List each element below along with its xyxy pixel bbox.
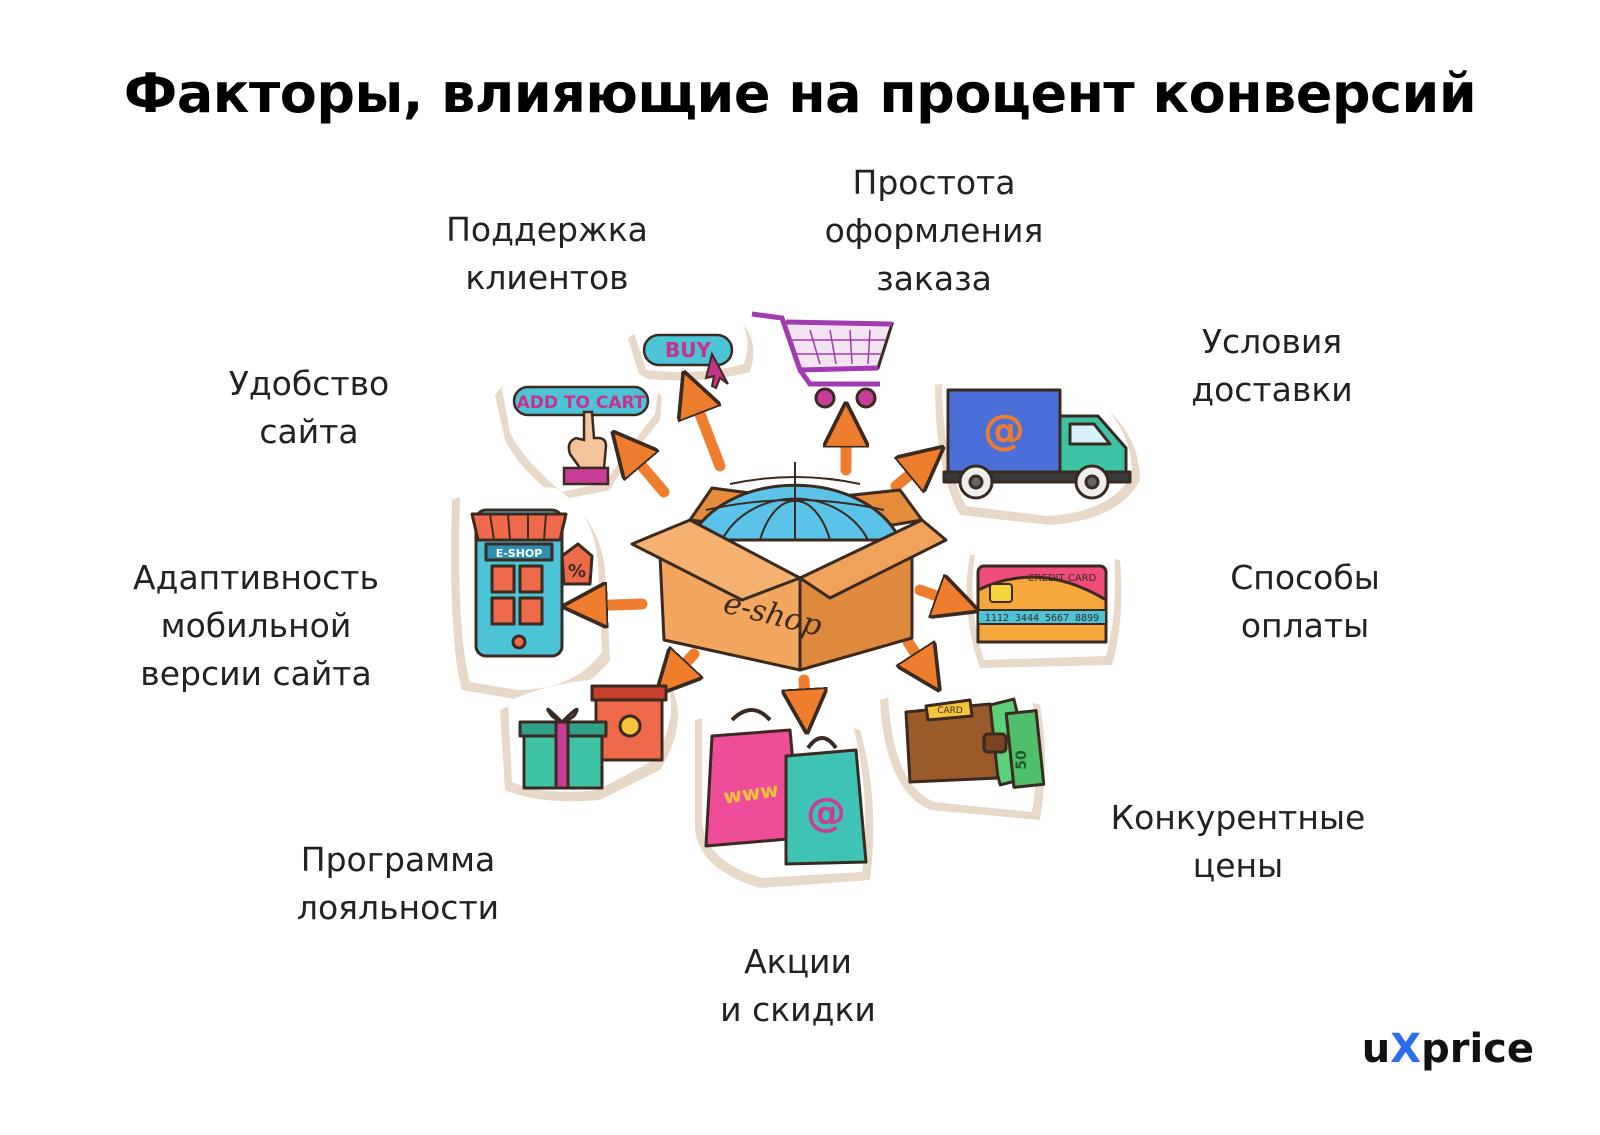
arrow-to-bags <box>804 674 806 716</box>
wallet-money-icon <box>904 697 1046 789</box>
brand-accent: X <box>1390 1026 1422 1072</box>
page-title: Факторы, влияющие на процент конверсий <box>123 62 1477 125</box>
factor-payment-line-2: оплаты <box>1240 606 1370 645</box>
factor-support: Поддержка клиентов <box>446 206 648 302</box>
add-to-cart-illustration: ADD TO CART <box>512 385 650 486</box>
shop-sign-text: E-SHOP <box>496 547 543 560</box>
shopping-bags-icon <box>704 708 868 866</box>
brand-prefix: u <box>1361 1026 1391 1072</box>
arrow-to-gifts <box>668 654 694 682</box>
factor-mobile: Адаптивность мобильной версии сайта <box>133 554 379 698</box>
banknote-value: 50 <box>1014 750 1030 770</box>
factor-prices-line-2: цены <box>1192 846 1284 885</box>
factor-checkout: Простота оформления заказа <box>825 159 1044 303</box>
factor-delivery-line-1: Условия <box>1201 322 1343 361</box>
factor-payment: Способы оплаты <box>1230 554 1380 650</box>
add-to-cart-button-shape <box>512 385 650 417</box>
arrow-to-shop <box>580 604 648 606</box>
factor-prices-line-1: Конкурентные <box>1110 798 1366 837</box>
arrow-to-truck <box>890 458 930 486</box>
factor-support-line-1: Поддержка <box>446 210 648 249</box>
factor-delivery: Условия доставки <box>1191 318 1352 414</box>
factor-promo-line-1: Акции <box>744 942 852 981</box>
arrows <box>580 388 962 716</box>
percent-tag-text: % <box>568 561 586 582</box>
factor-delivery-line-2: доставки <box>1191 370 1353 409</box>
mobile-shop-icon <box>470 508 594 658</box>
brand-suffix: price <box>1421 1026 1534 1072</box>
eshop-box <box>630 462 948 672</box>
arrow-to-wallet <box>908 636 930 676</box>
shopping-cart-icon <box>751 311 895 409</box>
factor-checkout-line-1: Простота <box>852 163 1016 202</box>
factor-loyalty: Программа лояльности <box>297 836 499 932</box>
factor-mobile-line-1: Адаптивность <box>133 558 379 597</box>
factor-checkout-line-3: заказа <box>876 259 992 298</box>
factor-loyalty-line-2: лояльности <box>296 888 500 927</box>
buy-button-shape <box>642 333 734 367</box>
arrow-to-add-to-cart <box>624 445 670 498</box>
gift-boxes-icon <box>518 684 668 790</box>
arrow-to-card <box>914 590 962 605</box>
factor-prices: Конкурентные цены <box>1111 794 1366 890</box>
factor-payment-line-1: Способы <box>1230 558 1380 597</box>
factor-usability-line-1: Удобство <box>228 364 390 403</box>
factor-checkout-line-2: оформления <box>824 211 1044 250</box>
arrow-to-buy <box>690 388 726 472</box>
cursor-icon <box>704 351 729 390</box>
factor-mobile-line-2: мобильной <box>160 606 352 645</box>
buy-text: BUY <box>665 338 711 362</box>
factor-promo: Акции и скидки <box>720 938 876 1034</box>
factor-usability-line-2: сайта <box>259 412 359 451</box>
factor-support-line-2: клиентов <box>465 258 629 297</box>
brand-logo: uXprice <box>1362 1026 1534 1072</box>
truck-at-sign: @ <box>983 405 1025 454</box>
wallet-card-label: CARD <box>937 706 963 716</box>
buy-illustration: BUY <box>642 333 734 390</box>
credit-card-icon <box>976 564 1108 644</box>
globe-icon <box>688 462 902 542</box>
factor-promo-line-2: и скидки <box>720 990 876 1029</box>
bag-at-sign: @ <box>806 790 846 836</box>
factor-usability: Удобство сайта <box>229 360 389 456</box>
factor-loyalty-line-1: Программа <box>300 840 496 879</box>
delivery-truck-icon <box>942 388 1132 500</box>
credit-card-label: CREDIT CARD <box>1028 573 1097 584</box>
factor-mobile-line-3: версии сайта <box>140 654 372 693</box>
add-to-cart-text: ADD TO CART <box>517 393 646 413</box>
credit-card-number: 1112 3444 5667 8899 <box>985 613 1099 624</box>
